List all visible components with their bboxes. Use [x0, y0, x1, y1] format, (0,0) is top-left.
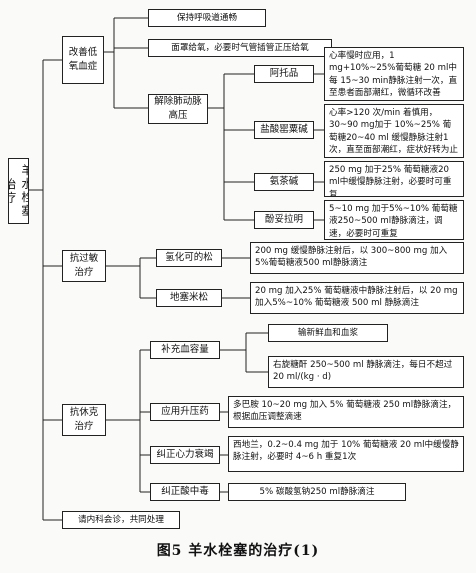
node-dexamethasone: 地塞米松: [156, 289, 222, 307]
node-medical-consult: 请内科会诊，共同处理: [62, 511, 180, 529]
node-phentolamine: 酚妥拉明: [254, 211, 314, 229]
figure-caption: 图5 羊水栓塞的治疗(1): [156, 543, 320, 559]
detail-dextran: 右旋糖酐 250~500 ml 静脉滴注，每日不超过 20 ml/(kg · d…: [268, 356, 464, 388]
detail-atropine: 心率慢时应用，1 mg+10%~25%葡萄糖 20 ml中每 15~30 min…: [324, 47, 464, 101]
root-node: 羊水栓塞治疗: [8, 158, 29, 224]
detail-fresh-blood-plasma: 输新鲜血和血浆: [268, 324, 388, 342]
node-atropine: 阿托品: [254, 65, 314, 83]
detail-papaverine: 心率>120 次/min 着慎用，30~90 mg加于 10%~25% 葡萄糖2…: [324, 104, 464, 158]
detail-sodium-bicarbonate: 5% 碳酸氢钠250 ml静脉滴注: [228, 483, 406, 501]
node-aminophylline: 氨茶碱: [254, 173, 314, 191]
detail-aminophylline: 250 mg 加于25% 葡萄糖液20 ml中缓慢静脉注射，必要时可重复: [324, 161, 464, 197]
node-correct-heart-failure: 纠正心力衰竭: [150, 446, 220, 464]
detail-hydrocortisone: 200 mg 缓慢静脉注射后，以 300~800 mg 加入 5%葡萄糖液500…: [250, 242, 464, 274]
detail-dexamethasone: 20 mg 加入25% 葡萄糖液中静脉注射后，以 20 mg加入5%~10% 葡…: [250, 282, 464, 314]
node-hydrocortisone: 氢化可的松: [156, 249, 222, 267]
node-oxygen-mask: 面罩给氧，必要时气管插管正压给氧: [148, 39, 332, 57]
node-papaverine: 盐酸罂粟碱: [254, 121, 314, 139]
node-relieve-pulmonary-hypertension: 解除肺动脉高压: [148, 94, 208, 124]
node-vasopressor: 应用升压药: [150, 403, 220, 421]
node-improve-hypoxemia: 改善低氧血症: [62, 36, 104, 84]
node-correct-acidosis: 纠正酸中毒: [150, 483, 220, 501]
detail-dopamine: 多巴胺 10~20 mg 加入 5% 葡萄糖液 250 ml静脉滴注，根据血压调…: [228, 396, 464, 428]
detail-phentolamine: 5~10 mg 加于5%~10% 葡萄糖液250~500 ml静脉滴注，调速，必…: [324, 200, 464, 240]
node-anti-shock: 抗休克治疗: [62, 404, 106, 436]
node-anti-allergy: 抗过敏治疗: [62, 250, 106, 282]
node-replenish-volume: 补充血容量: [150, 341, 220, 359]
node-keep-airway-open: 保持呼吸道通畅: [148, 9, 266, 27]
detail-cedilanid: 西地兰，0.2~0.4 mg 加于 10% 葡萄糖液 20 ml中缓慢静脉注射，…: [228, 436, 464, 472]
